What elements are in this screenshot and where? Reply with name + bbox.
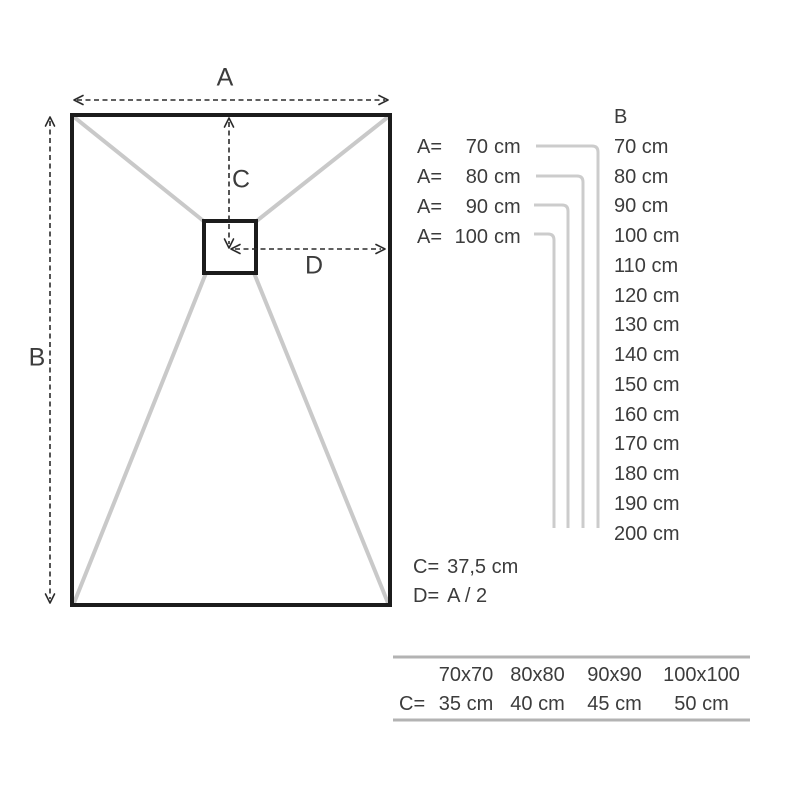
formula-row-c: C= 37,5 cm: [413, 553, 518, 582]
leader-line-a100: [534, 232, 556, 528]
length-list-item: 200 cm: [614, 522, 680, 545]
table-value-cell: 40 cm: [510, 693, 565, 715]
length-list-item: 120 cm: [614, 284, 680, 307]
arrowhead-c-bottom: [223, 238, 235, 249]
formula-c-value: 37,5 cm: [447, 556, 519, 578]
square-sizes-table: 70x70 80x80 90x90 100x100 C= 35 cm 40 cm…: [393, 660, 750, 719]
leader-line-a90: [534, 203, 570, 528]
square-sizes-header-row: 70x70 80x80 90x90 100x100: [393, 660, 750, 690]
length-list-header: B: [614, 106, 628, 128]
length-list-item: 170 cm: [614, 433, 680, 456]
formula-d-value: A / 2: [447, 585, 488, 607]
length-list-item: 160 cm: [614, 403, 680, 426]
arrowhead-a-left: [73, 94, 84, 106]
leader-line-a70: [536, 144, 600, 528]
length-list: B 70 cm 80 cm 90 cm 100 cm 110 cm 120 cm…: [614, 103, 680, 549]
table-header-cell: 70x70: [438, 663, 494, 686]
width-option-prefix: A=: [417, 165, 443, 188]
dim-label-c: C: [231, 165, 251, 194]
length-list-item: 90 cm: [614, 195, 669, 218]
formula-row-d: D= A / 2: [413, 582, 518, 611]
arrowhead-a-right: [378, 94, 389, 106]
width-option-unit: cm: [494, 135, 521, 158]
arrowhead-b-top: [44, 116, 56, 127]
width-option-value: 70: [465, 135, 489, 158]
table-rules: [393, 655, 750, 722]
length-list-item: 130 cm: [614, 314, 680, 337]
width-option-prefix: A=: [417, 225, 443, 248]
width-option-value: 80: [465, 165, 489, 188]
slope-lines: [72, 115, 390, 604]
formula-c-label: C=: [413, 556, 440, 578]
dimension-arrowheads: [44, 94, 389, 604]
width-option-prefix: A=: [417, 135, 443, 158]
dim-label-a: A: [216, 63, 234, 92]
width-option-unit: cm: [494, 165, 521, 188]
arrowhead-c-top: [223, 117, 235, 128]
width-option-value: 100: [454, 225, 489, 248]
length-list-item: 100 cm: [614, 225, 680, 247]
slope-line-top-right: [252, 115, 390, 225]
table-value-cell: 45 cm: [587, 693, 642, 715]
arrowhead-d-right: [375, 243, 386, 255]
arrowhead-b-bottom: [44, 593, 56, 604]
table-header-cell: 90x90: [587, 663, 642, 686]
slope-line-bottom-right: [252, 272, 390, 604]
table-header-cell: 100x100: [663, 663, 740, 686]
width-option-value: 90: [465, 195, 489, 218]
formula-d-label: D=: [413, 585, 440, 607]
width-option-unit: cm: [494, 195, 521, 218]
length-list-item: 70 cm: [614, 135, 669, 158]
dim-label-b: B: [28, 343, 46, 372]
length-list-item: 140 cm: [614, 344, 680, 366]
table-header-cell: 80x80: [510, 663, 565, 686]
leader-lines: [534, 144, 600, 528]
square-sizes-value-row: C= 35 cm 40 cm 45 cm 50 cm: [393, 690, 750, 719]
length-list-item: 80 cm: [614, 165, 669, 188]
dim-label-d: D: [304, 251, 324, 280]
slope-line-bottom-left: [72, 272, 208, 604]
width-option-prefix: A=: [417, 195, 443, 218]
leader-line-a80: [536, 174, 585, 528]
arrowhead-d-left: [230, 243, 241, 255]
tray-outline: [70, 113, 392, 607]
formulas: C= 37,5 cm D= A / 2: [413, 553, 518, 611]
width-option-unit: cm: [494, 225, 521, 248]
table-value-cell: 35 cm: [438, 693, 494, 715]
length-list-item: 180 cm: [614, 463, 680, 485]
table-row-label: C=: [399, 693, 426, 715]
length-list-item: 190 cm: [614, 492, 680, 515]
slope-line-top-left: [72, 115, 208, 225]
length-list-item: 110 cm: [614, 254, 679, 277]
dimension-lines: [49, 99, 385, 599]
table-value-cell: 50 cm: [674, 693, 729, 715]
length-list-item: 150 cm: [614, 373, 680, 396]
